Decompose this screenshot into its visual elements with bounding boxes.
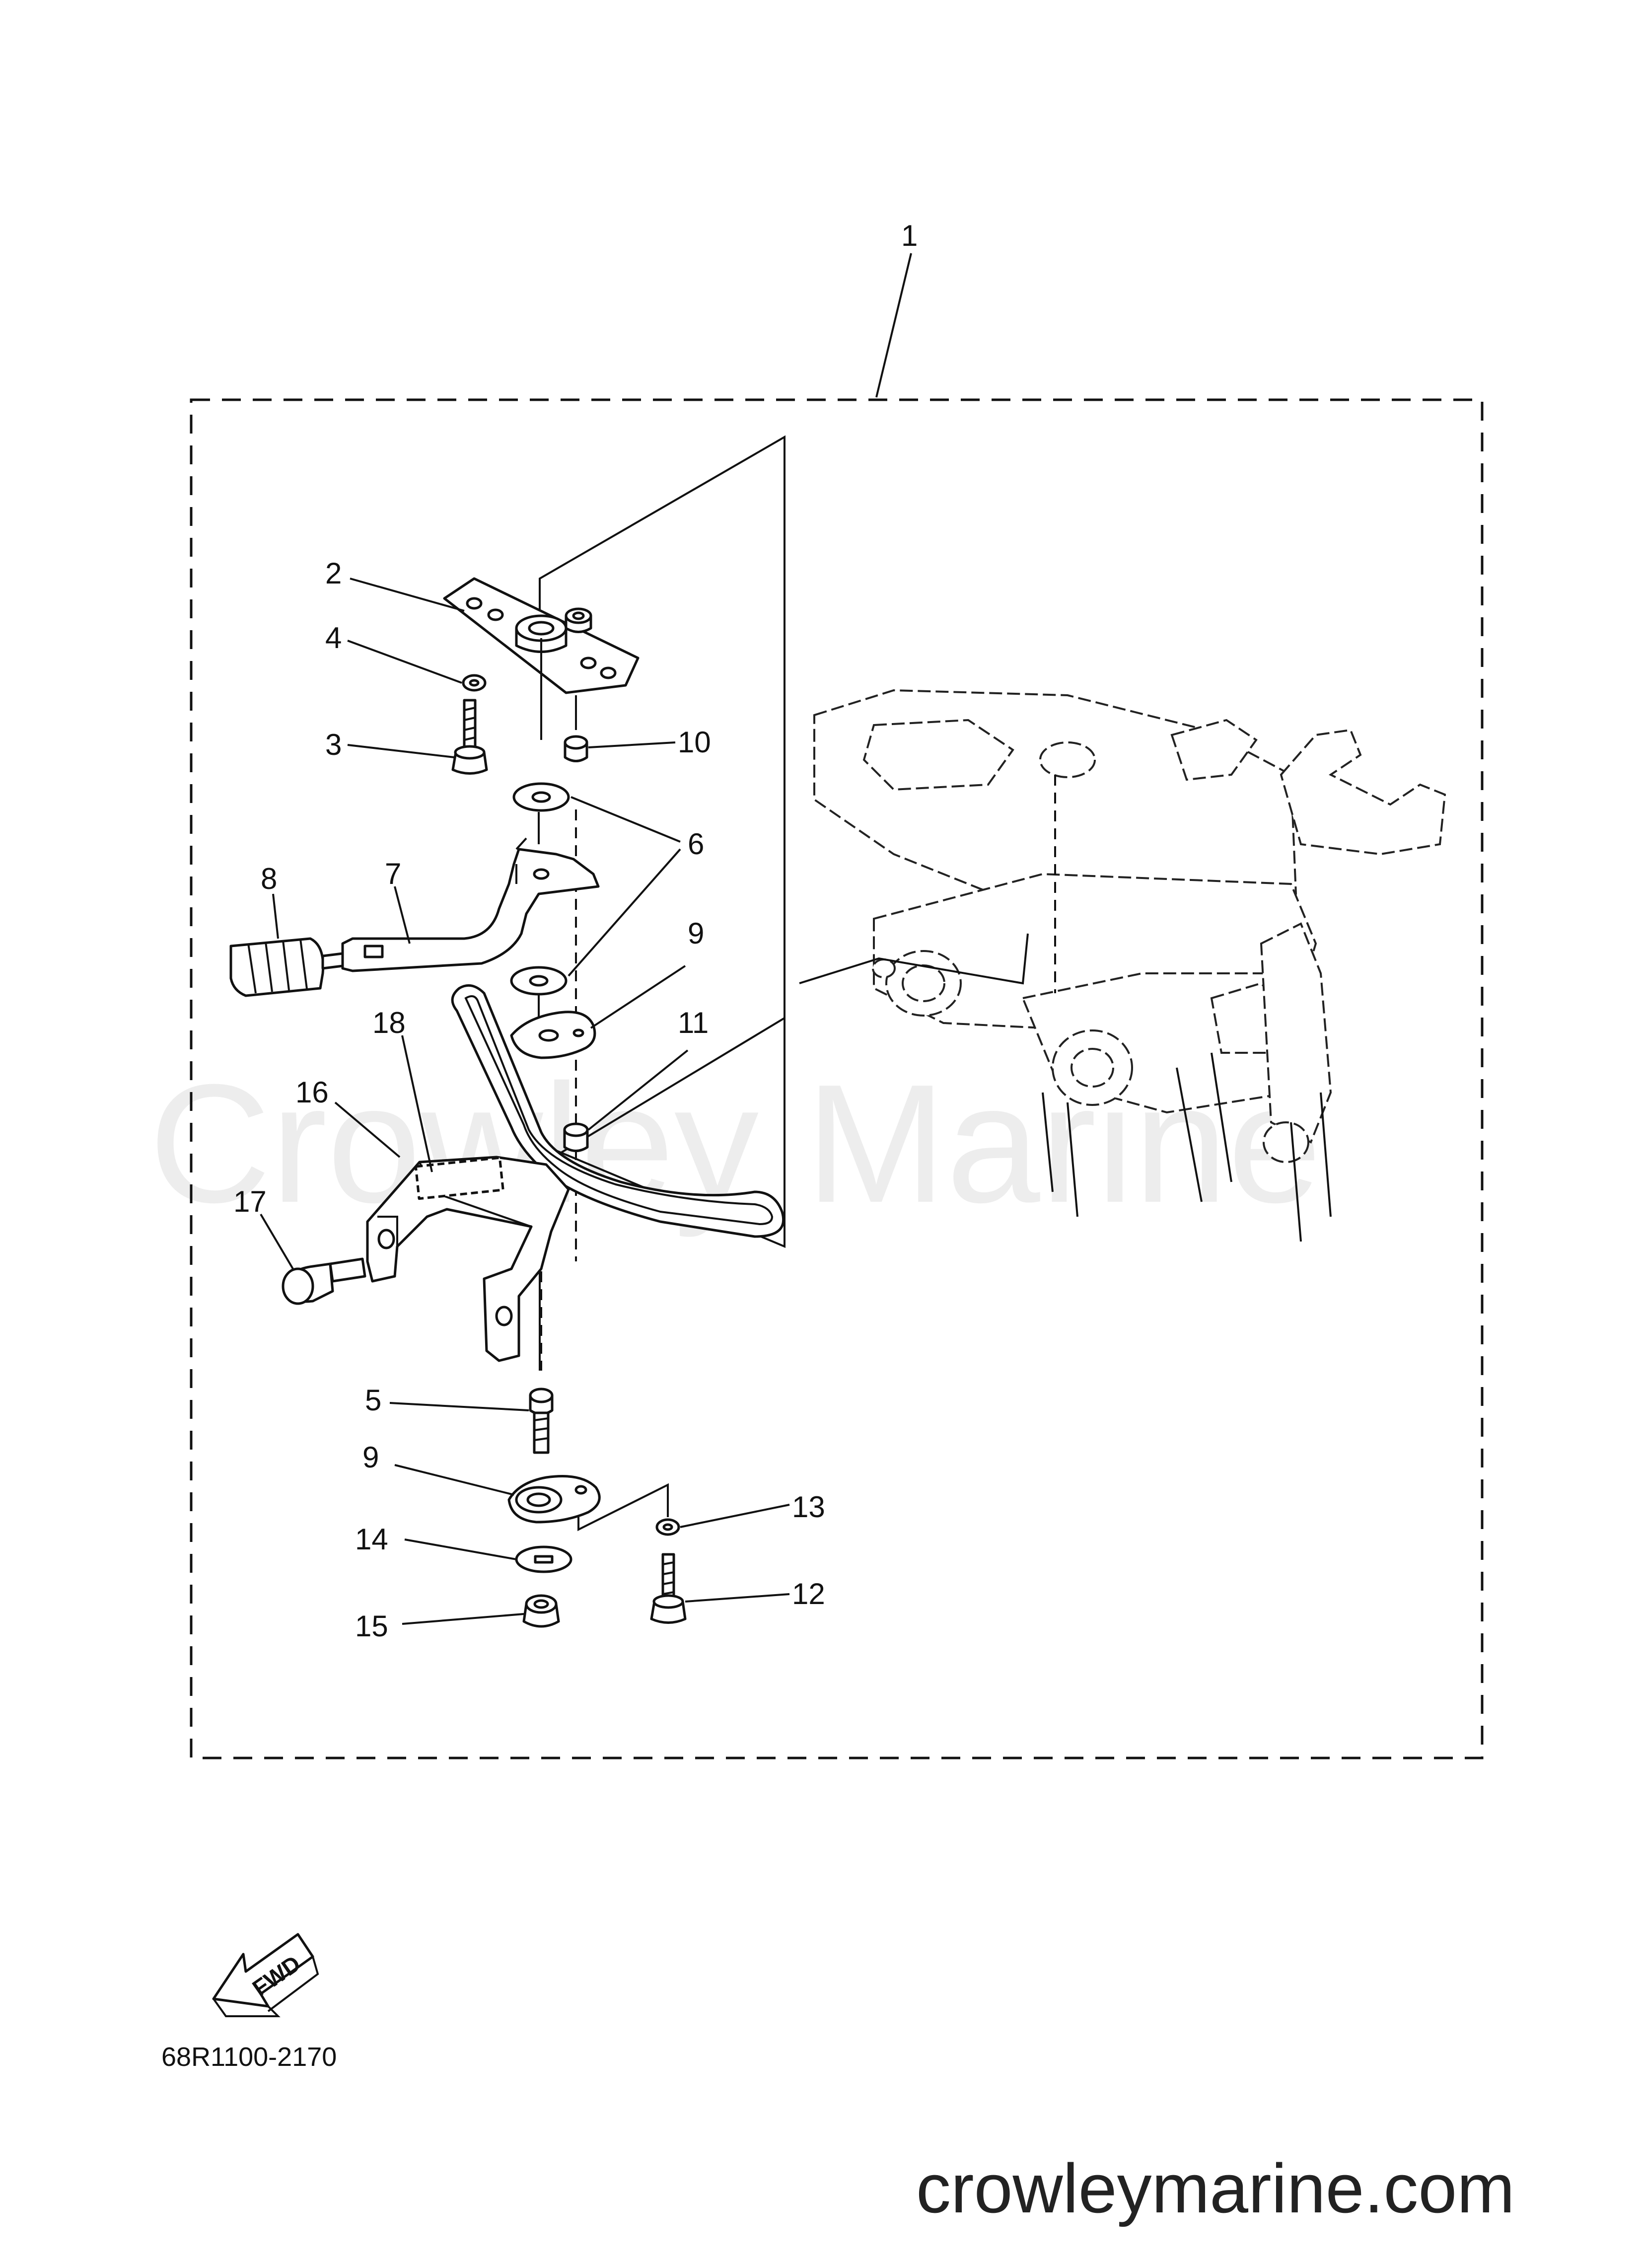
callout-17: 17 bbox=[233, 1185, 267, 1218]
part-17-bolt bbox=[282, 1257, 366, 1305]
part-9-stopper-upper bbox=[510, 1011, 596, 1059]
footer-site-url: crowleymarine.com bbox=[916, 2149, 1515, 2227]
part-15-nut bbox=[522, 1594, 560, 1628]
callout-12: 12 bbox=[792, 1577, 825, 1610]
diagram-code: 68R1100-2170 bbox=[161, 2042, 337, 2072]
callout-4: 4 bbox=[325, 621, 342, 655]
callout-3: 3 bbox=[325, 728, 342, 761]
callout-14: 14 bbox=[355, 1523, 388, 1556]
leader-lines bbox=[260, 253, 912, 1625]
callout-16: 16 bbox=[295, 1076, 329, 1109]
callout-11: 11 bbox=[678, 1006, 709, 1039]
callout-6: 6 bbox=[688, 827, 704, 861]
callout-labels: 1 2 3 4 5 6 7 8 9 9 10 11 12 13 14 15 16… bbox=[233, 219, 918, 1643]
part-10-collar bbox=[564, 735, 588, 762]
part-8-grip bbox=[229, 937, 344, 997]
callout-15: 15 bbox=[355, 1610, 388, 1643]
part-12-bolt bbox=[650, 1553, 687, 1624]
callout-18: 18 bbox=[372, 1006, 406, 1039]
callout-13: 13 bbox=[792, 1490, 825, 1524]
callout-8: 8 bbox=[261, 862, 277, 895]
callout-1: 1 bbox=[901, 219, 918, 252]
part-5-screw bbox=[529, 1388, 554, 1454]
assembly-frame bbox=[190, 398, 1484, 1759]
callout-9-lower: 9 bbox=[362, 1441, 379, 1474]
callout-5: 5 bbox=[365, 1384, 381, 1417]
part-14-washer bbox=[515, 1545, 572, 1573]
part-16-bracket bbox=[366, 1156, 570, 1362]
callout-10: 10 bbox=[678, 726, 711, 759]
callout-7: 7 bbox=[385, 857, 401, 890]
callout-9-upper: 9 bbox=[688, 917, 704, 950]
part-7-lever bbox=[341, 837, 600, 972]
callout-2: 2 bbox=[325, 557, 342, 590]
part-3-bolt bbox=[451, 699, 488, 775]
part-2-plate bbox=[443, 577, 640, 694]
part-11-collar bbox=[563, 1122, 589, 1152]
part-13-washer bbox=[655, 1518, 680, 1536]
part-9-stopper-lower bbox=[507, 1475, 601, 1524]
fwd-arrow-icon: FWD bbox=[212, 1933, 319, 2017]
part-6-washers bbox=[510, 782, 570, 996]
